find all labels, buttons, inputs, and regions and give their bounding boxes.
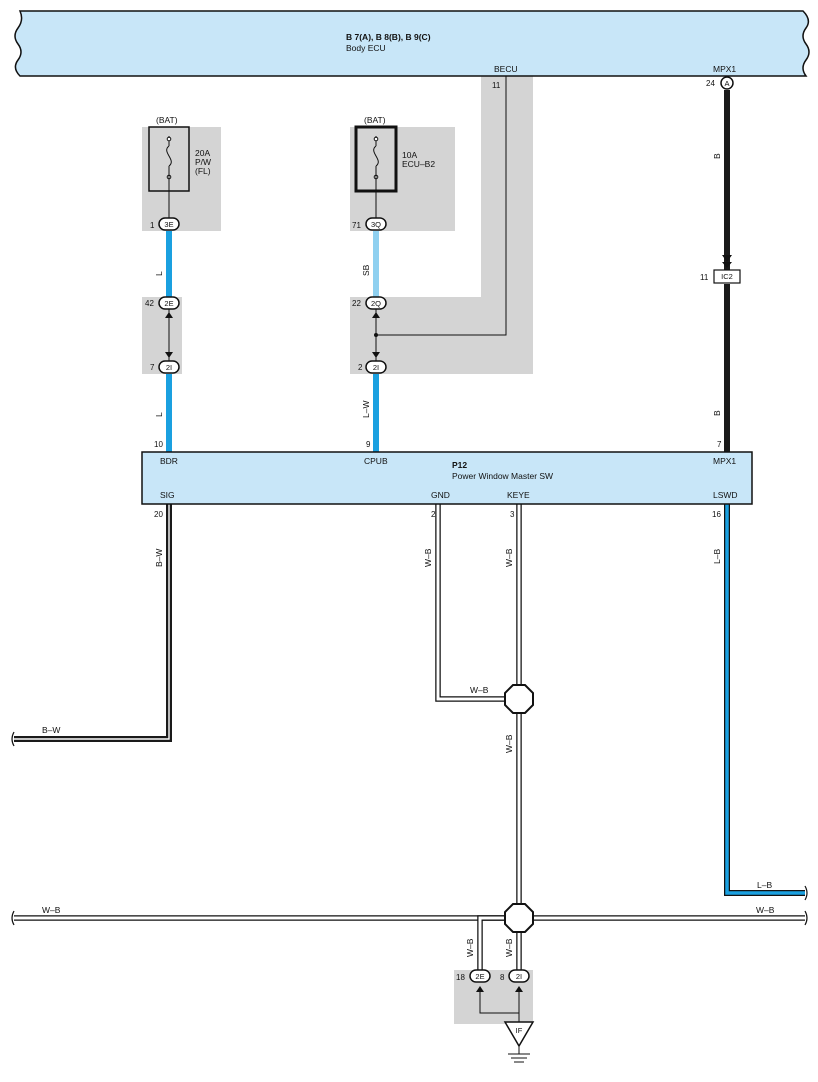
shaded-regions [142,76,533,1024]
label-wb-right: W–B [756,905,775,915]
master-sw-name: Power Window Master SW [452,471,553,481]
wire-ends [11,731,808,926]
label-wb-to2i: W–B [504,938,514,957]
junction-upper [504,684,534,714]
junction-lower [504,903,534,933]
fuse-pw-source: (BAT) [156,115,178,125]
label-l-top: L [154,271,164,276]
pin-sig-num: 20 [154,510,163,519]
shade-fuse-pw [142,127,221,231]
conn-3q-code: 3Q [371,220,381,229]
pin-keye-num: 3 [510,510,515,519]
pin-gnd-label: GND [431,490,450,500]
pin-bdr-label: BDR [160,456,178,466]
pin-mpx1-num: 7 [717,440,722,449]
wire-wb-to2e [477,915,505,970]
becu-label: BECU [494,64,518,74]
conn-2q-pin: 22 [352,299,361,308]
pin-numbers: 10 9 7 20 2 3 16 11 [154,81,722,519]
label-sb: SB [361,264,371,276]
fuse-pw-rating: 20A [195,148,210,158]
pin-cpub-label: CPUB [364,456,388,466]
label-wb-junction: W–B [470,685,489,695]
label-bw-vert: B–W [154,549,164,567]
pin-gnd-num: 2 [431,510,436,519]
fuse-pw-name2: (FL) [195,166,211,176]
pin-cpub-num: 9 [366,440,371,449]
conn-2i-bot-code: 2I [516,972,522,981]
conn-3e-pin: 1 [150,221,155,230]
label-wb-to2e: W–B [465,938,475,957]
label-lw: L–W [361,401,371,418]
conn-2i-left-code: 2I [166,363,172,372]
conn-2i-bot-pin: 8 [500,973,505,982]
fuse-pw-name1: P/W [195,157,211,167]
label-wb-gnd: W–B [423,548,433,567]
body-ecu-code: B 7(A), B 8(B), B 9(C) [346,32,431,42]
pin-becu-num: 11 [492,81,501,90]
pin-sig-label: SIG [160,490,175,500]
conn-ic2-code: IC2 [721,272,733,281]
label-wb-left: W–B [42,905,61,915]
fuse-ecu-b2: (BAT) 10A ECU–B2 [354,115,435,218]
fuse-ecu-source: (BAT) [364,115,386,125]
label-lb-vert: L–B [712,549,722,564]
label-lb-horiz: L–B [757,880,772,890]
wire-becu [376,76,507,336]
conn-3q-pin: 71 [352,221,361,230]
label-b-bottom: B [712,410,722,416]
conn-2i-left-pin: 7 [150,363,155,372]
pin-lswd-label: LSWD [713,490,738,500]
wires [14,76,805,1022]
wire-labels-horizontal: B–W W–B W–B W–B L–B [42,685,775,915]
pin-mpx1-label: MPX1 [713,456,736,466]
conn-2i-mid-code: 2I [373,363,379,372]
pin-lswd-num: 16 [712,510,721,519]
junctions [504,684,534,933]
pin-keye-label: KEYE [507,490,530,500]
conn-a-pin: 24 [706,79,715,88]
fuse-ecu-name: ECU–B2 [402,159,435,169]
wire-ground-tie [479,990,519,1014]
conn-2q-code: 2Q [371,299,381,308]
wire-bw [14,504,172,742]
wire-wb-gnd [435,504,505,702]
label-l-bottom: L [154,412,164,417]
label-bw-horiz: B–W [42,725,60,735]
mpx1-top-label: MPX1 [713,64,736,74]
label-b-top: B [712,153,722,159]
conn-2i-mid-pin: 2 [358,363,363,372]
label-wb-mid: W–B [504,734,514,753]
master-switch-box: P12 Power Window Master SW BDR CPUB MPX1… [141,451,753,505]
ground-if: IF [503,1021,535,1063]
label-wb-keye: W–B [504,548,514,567]
conn-2e-bot-code: 2E [475,972,484,981]
body-ecu-box: B 7(A), B 8(B), B 9(C) Body ECU BECU MPX… [14,10,810,77]
conn-3e-code: 3E [164,220,173,229]
fuse-pw: (BAT) 20A P/W (FL) [148,115,211,218]
conn-2e-top-pin: 42 [145,299,154,308]
conn-2e-bot-pin: 18 [456,973,465,982]
conn-2e-top-code: 2E [164,299,173,308]
wire-labels: L L SB L–W B B B–W W–B W–B W–B L–B W–B W… [154,153,722,957]
fuse-ecu-rating: 10A [402,150,417,160]
master-sw-code: P12 [452,460,467,470]
shade-fuse-ecu [350,127,455,231]
wire-becu-splice [374,333,378,337]
pin-bdr-num: 10 [154,440,163,449]
wire-lb [724,504,805,896]
ground-code: IF [516,1026,523,1035]
body-ecu-name: Body ECU [346,43,386,53]
conn-a-code: A [724,79,729,88]
conn-ic2-pin: 11 [700,273,709,282]
connectors: 3E 1 3Q 71 2E 42 2I 7 2Q 22 2I 2 A 24 IC… [145,76,741,992]
